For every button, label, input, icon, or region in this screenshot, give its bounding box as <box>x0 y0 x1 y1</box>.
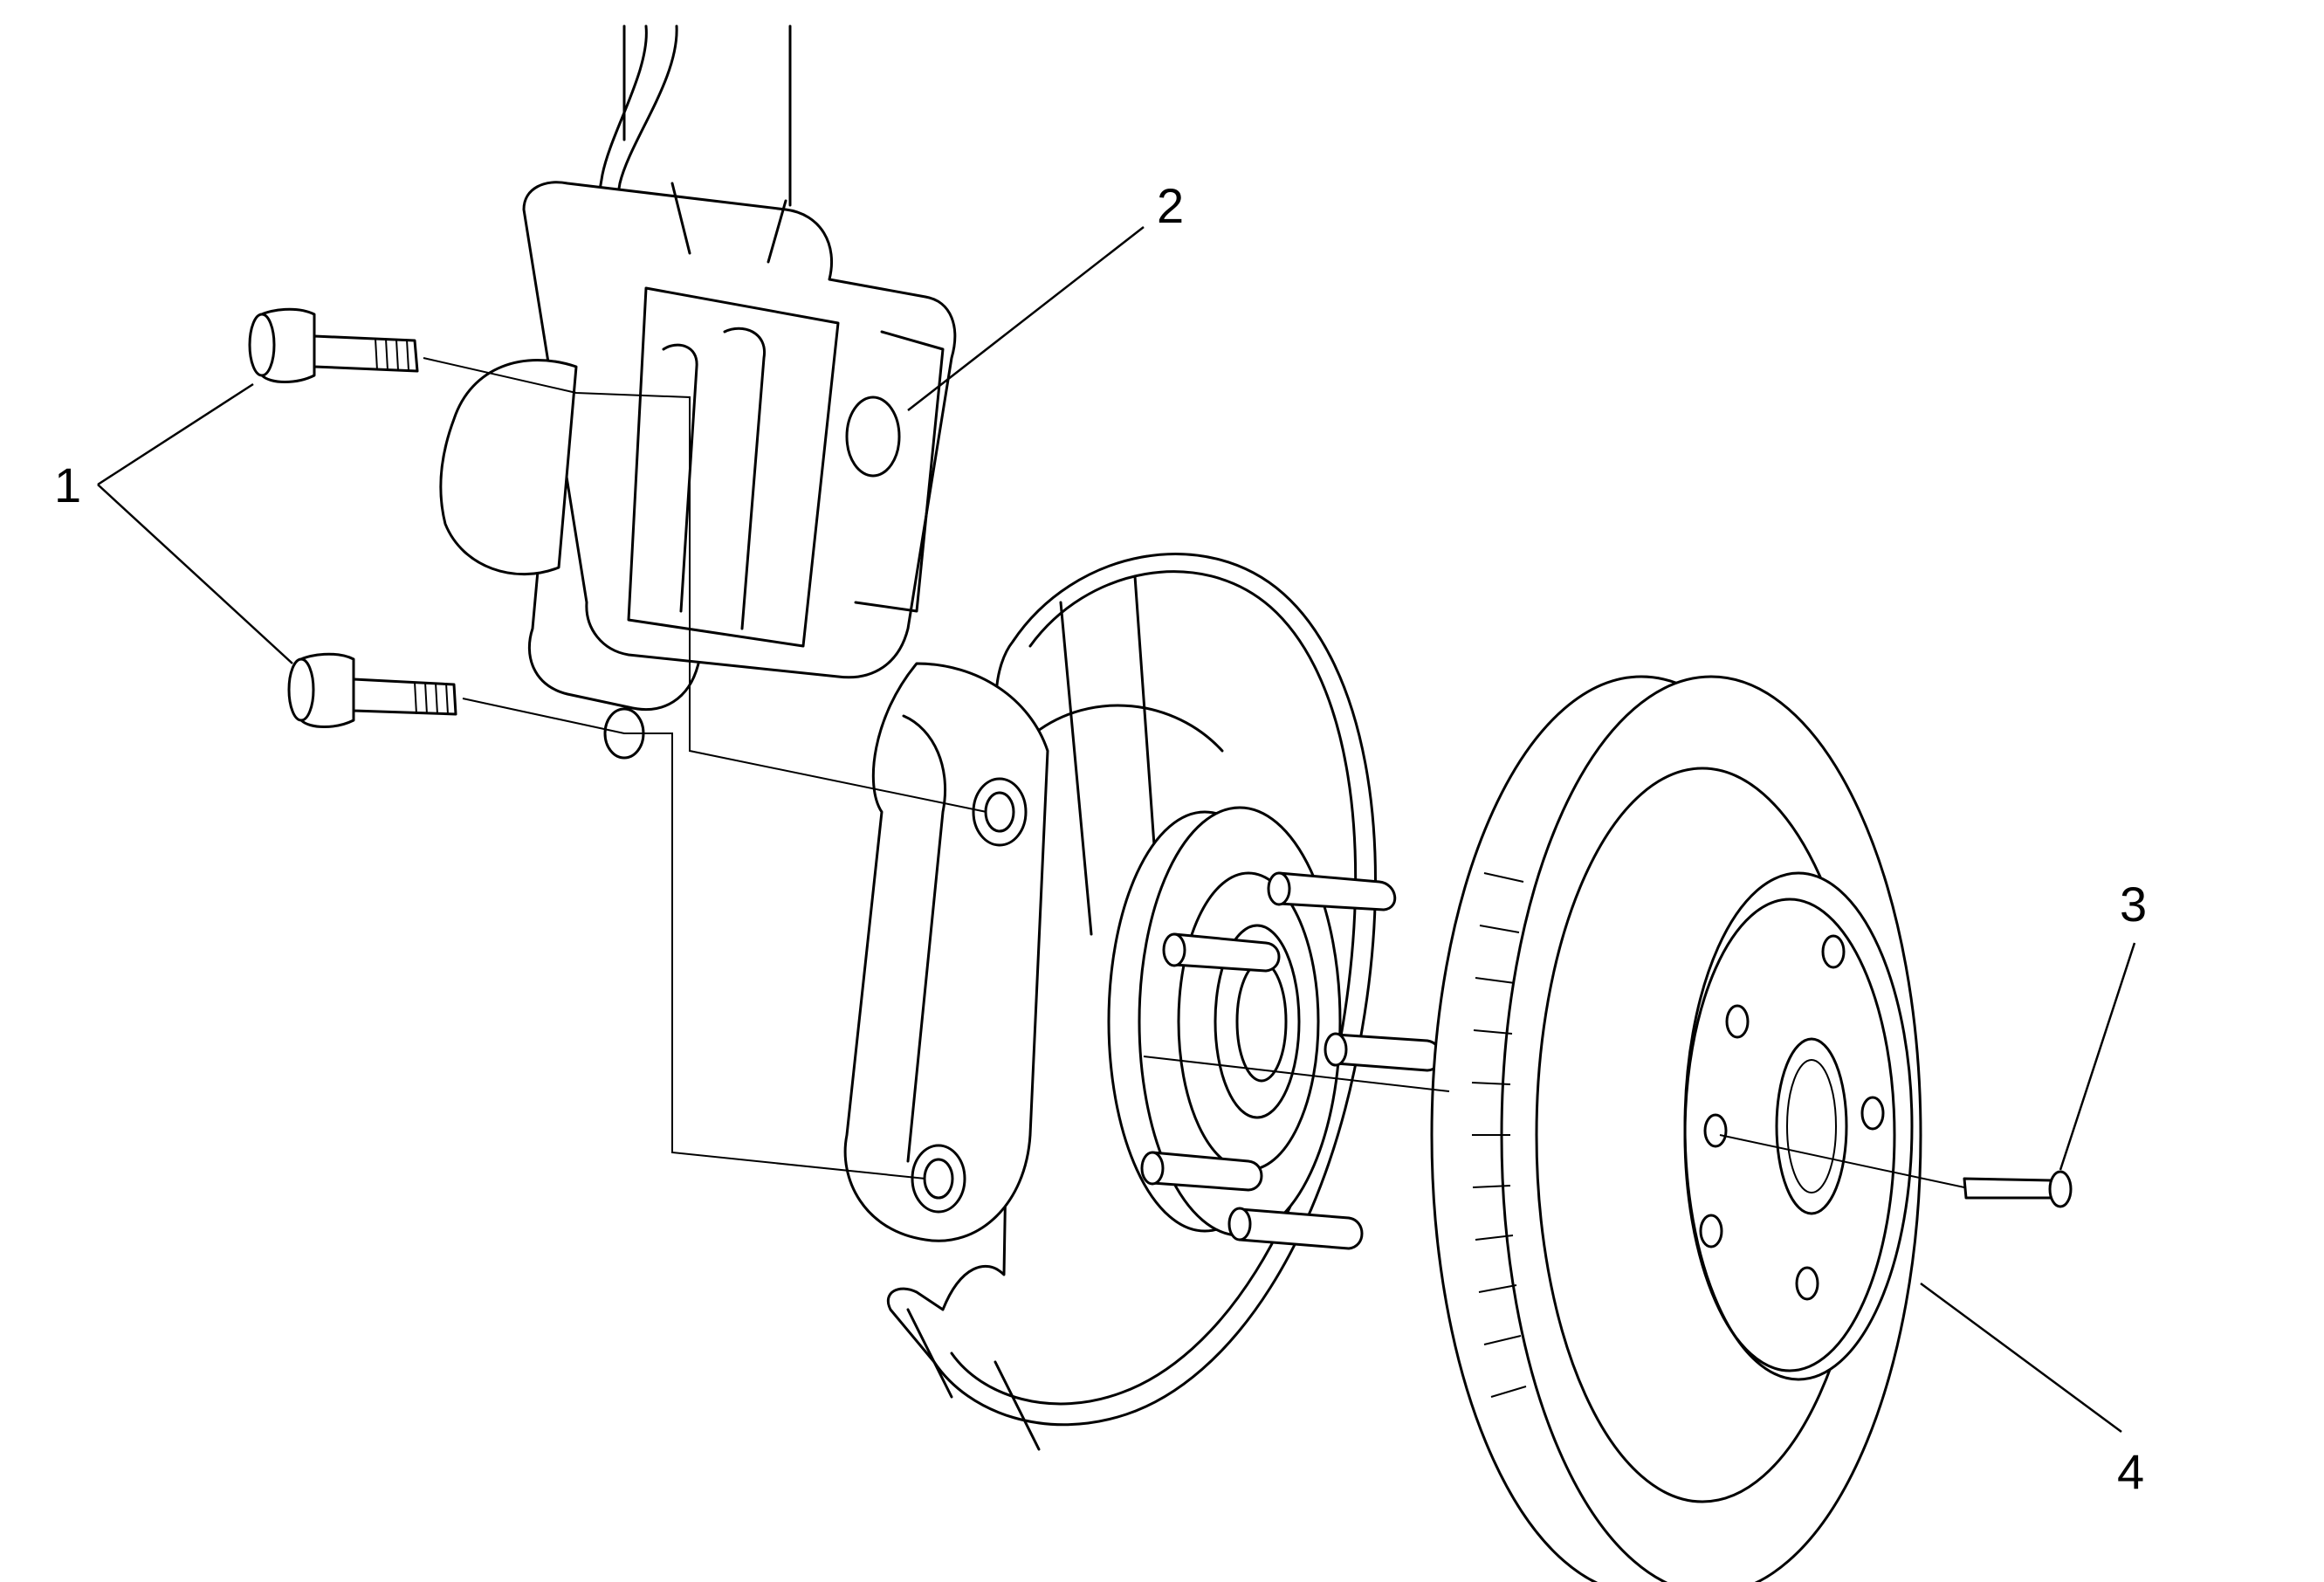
leader-3 <box>2059 942 2136 1171</box>
callout-4: 4 <box>2117 1444 2144 1499</box>
wheel-stud <box>1324 1032 1442 1072</box>
bracket-bolt-lower <box>287 652 457 728</box>
wheel-stud <box>1267 871 1397 911</box>
callout-2: 2 <box>1157 178 1184 233</box>
hub-assembly <box>1107 806 1442 1250</box>
knuckle-lower-hole <box>911 1144 966 1214</box>
knuckle-upper-hole <box>972 777 1028 847</box>
wheel-stud <box>1162 932 1281 973</box>
knuckle <box>843 662 1049 1242</box>
assembly-lines <box>423 357 1965 1188</box>
brake-rotor <box>1430 675 1922 1582</box>
leader-1-upper <box>97 382 254 486</box>
leader-lines <box>97 226 2136 1434</box>
bracket-bolt-upper <box>248 307 419 383</box>
wheel-stud <box>1140 1151 1263 1192</box>
leader-1-lower <box>97 484 293 664</box>
callout-3: 3 <box>2120 877 2147 932</box>
retaining-screw <box>1963 1170 2073 1208</box>
brake-caliper <box>439 181 957 679</box>
leader-2 <box>907 226 1145 411</box>
rotor-lug-holes <box>1699 934 1885 1301</box>
callout-1: 1 <box>54 457 81 512</box>
wheel-stud <box>1227 1207 1364 1250</box>
leader-4 <box>1920 1282 2122 1434</box>
